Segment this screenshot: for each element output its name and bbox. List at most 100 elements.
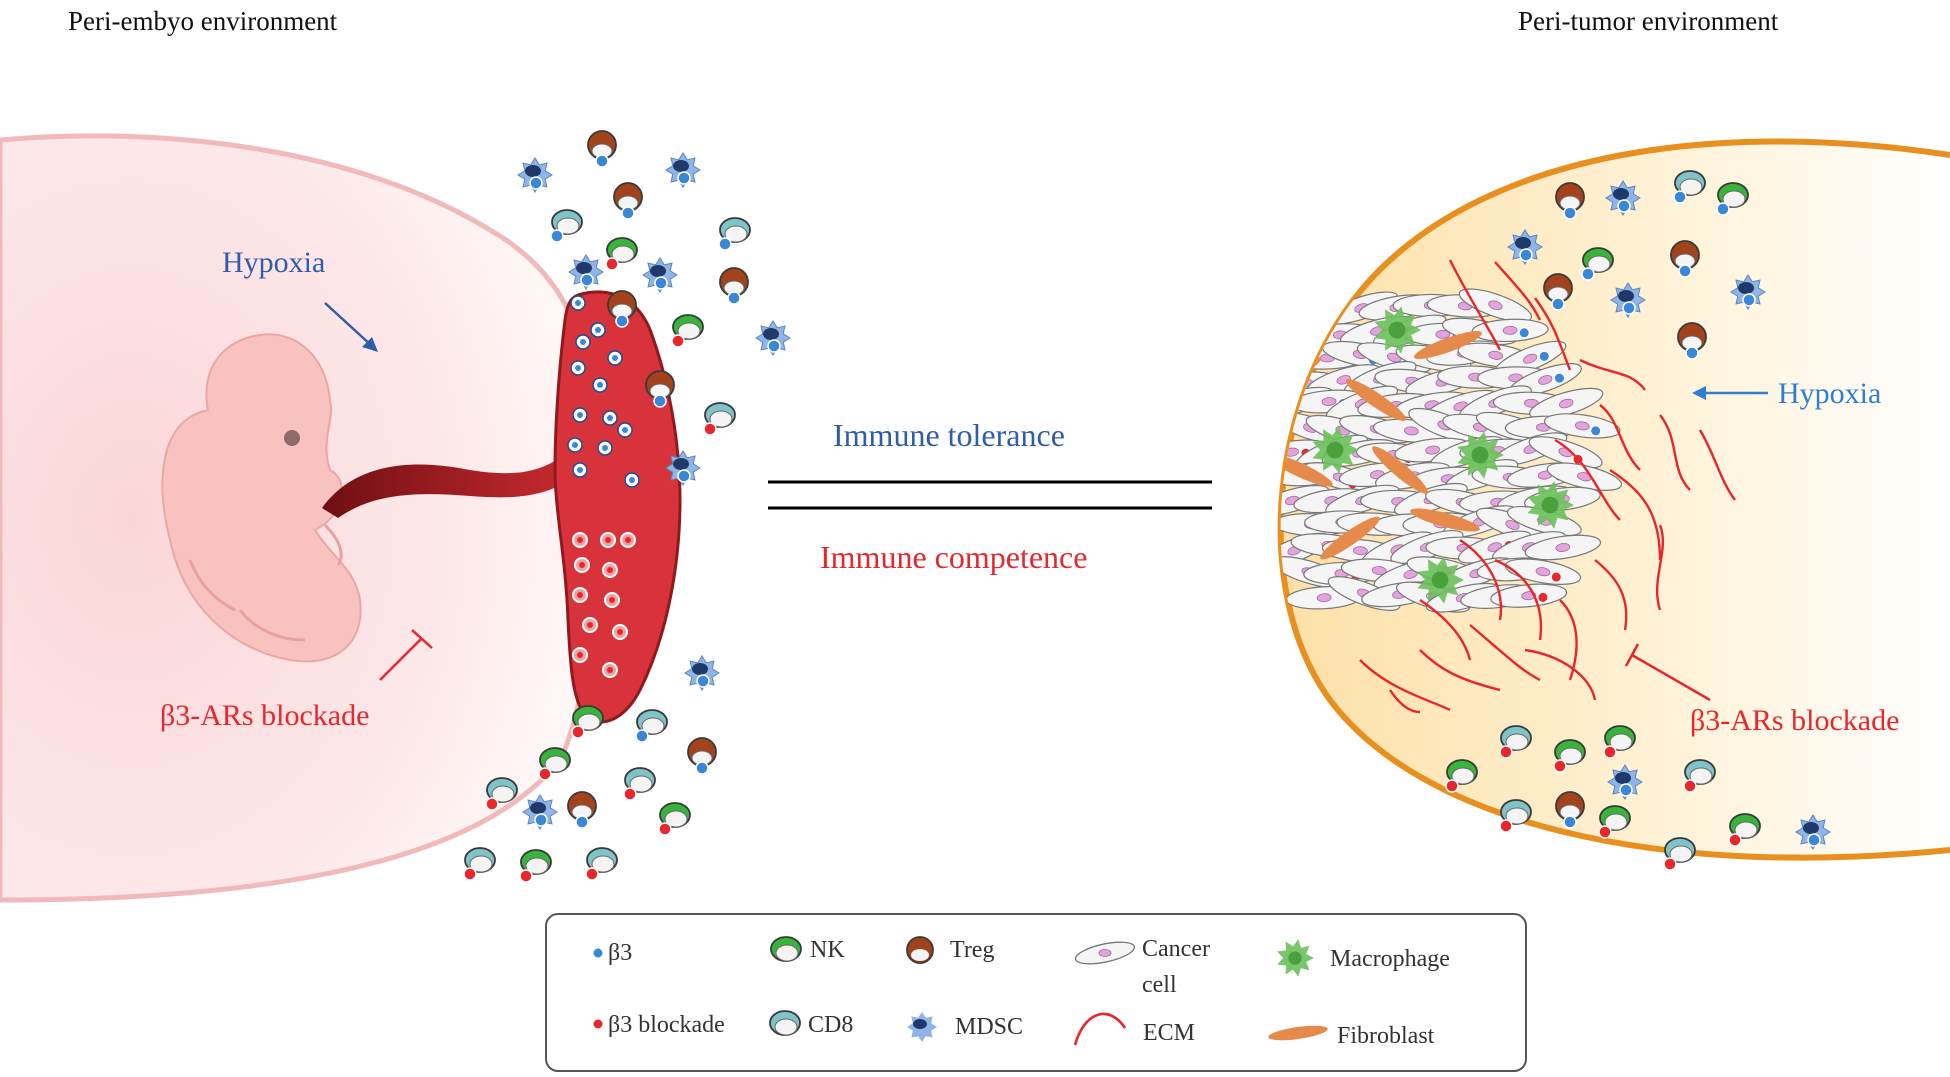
nk-cell-icon (1598, 805, 1631, 839)
cd8-cell-icon (550, 209, 583, 243)
legend-beta3: β3 (608, 940, 632, 966)
treg-cell-icon (645, 370, 675, 408)
treg-cell-icon (687, 737, 717, 775)
right-blockade-label: β3-ARs blockade (1690, 704, 1899, 737)
nk-cell-icon (1716, 182, 1749, 216)
treg-cell-icon (1555, 182, 1585, 220)
macrophage-icon (1417, 556, 1464, 604)
ecm-fiber (1659, 414, 1691, 491)
macrophage-icon (1312, 426, 1359, 474)
left-blockade-label: β3-ARs blockade (160, 699, 369, 732)
legend-ecm-icon (1073, 1012, 1127, 1046)
nk-cell-icon (1603, 725, 1636, 759)
mdsc-cell-icon (665, 450, 701, 486)
cd8-cell-icon (485, 777, 518, 811)
mdsc-cell-icon (1507, 229, 1543, 265)
ecm-fiber (1419, 649, 1501, 692)
fibroblast-icon (1414, 331, 1482, 359)
ecm-fiber (1554, 438, 1621, 521)
ecm-fiber (1419, 599, 1472, 661)
cancer-cell-icon (1458, 288, 1533, 323)
ecm-fiber (1655, 524, 1665, 611)
legend-icons (592, 936, 1328, 1046)
mdsc-cell-icon (665, 152, 701, 188)
fibroblast-icon (1320, 516, 1380, 560)
legend-treg: Treg (950, 937, 994, 963)
right-hypoxia-arrow (1692, 386, 1768, 400)
mdsc-cell-icon (1795, 814, 1831, 850)
legend-cancer-line1: Cancer (1142, 936, 1210, 962)
ecm-fiber (1594, 559, 1628, 631)
macrophage-icon (1277, 939, 1314, 977)
fibroblast-icon (1410, 508, 1480, 532)
cancer-cell-icon (1490, 583, 1568, 608)
mdsc-cell-icon (642, 257, 678, 293)
ecm-fiber (1494, 558, 1543, 641)
ecm-fiber (1494, 261, 1542, 321)
mdsc-cell-icon (1730, 274, 1766, 310)
macrophage-icon (1527, 481, 1574, 529)
embryo (161, 333, 362, 663)
beta3-blockade-icon (592, 1018, 604, 1030)
ecm-fiber (1459, 539, 1503, 621)
treg-cell-icon (587, 130, 617, 168)
treg-cell-icon (613, 182, 643, 220)
legend-fibroblast: Fibroblast (1337, 1023, 1435, 1049)
ecm-fiber (1389, 689, 1421, 714)
legend-treg-icon (906, 936, 934, 964)
mdsc-cell-icon (568, 254, 604, 290)
left-blockade-inhibitor (379, 629, 433, 681)
ecm-fiber (1469, 624, 1541, 682)
cancer-cell-icon (1504, 558, 1582, 585)
legend-beta3-blockade: β3 blockade (608, 1012, 725, 1038)
mdsc-cell-icon (1610, 282, 1646, 318)
left-hypoxia-arrow (324, 302, 378, 352)
ecm-fiber (1609, 469, 1662, 561)
left-hypoxia-label: Hypoxia (222, 246, 325, 279)
mdsc-cell-icon (522, 794, 558, 830)
cd8-cell-icon (1499, 725, 1532, 759)
nk-cell-icon (658, 802, 691, 836)
beta3-icon (592, 947, 604, 959)
legend-cancer-icon (1074, 941, 1136, 965)
legend: β3 β3 blockade NK CD8 Treg MDSC Cancer c… (545, 913, 1527, 1072)
cd8-cell-icon (635, 709, 668, 743)
mdsc-cell-icon (517, 157, 553, 193)
treg-cell-icon (1555, 791, 1585, 829)
legend-fibroblast-icon (1268, 1025, 1328, 1041)
right-immune-cells (1445, 170, 1831, 871)
cd8-cell-icon (1683, 759, 1716, 793)
legend-nk-icon (770, 936, 802, 962)
ecm-fiber (1698, 429, 1736, 501)
nk-cell-icon (571, 705, 604, 739)
immune-tolerance-label: Immune tolerance (833, 417, 1065, 453)
nk-cell-icon (519, 849, 552, 883)
umbilical-cord (322, 458, 570, 518)
macrophage-icon (1374, 306, 1421, 354)
ecm-fibers (1359, 259, 1736, 714)
treg-cell-icon (607, 290, 637, 328)
cd8-cell-icon (1663, 837, 1696, 871)
cancer-cell-icon (1543, 413, 1621, 439)
nk-cell-icon (605, 237, 638, 271)
treg-cell-icon (567, 791, 597, 829)
cancer-cell-icon (1524, 534, 1602, 561)
left-title: Peri-embyo environment (68, 6, 338, 36)
left-immune-cells (463, 130, 791, 883)
cd8-cell-icon (623, 767, 656, 801)
legend-cd8: CD8 (808, 1012, 853, 1038)
legend-mdsc-icon (907, 1012, 937, 1042)
immune-competence-label: Immune competence (820, 539, 1087, 575)
legend-mdsc: MDSC (955, 1014, 1023, 1040)
treg-cell-icon (1670, 240, 1700, 278)
ecm-fiber (1359, 659, 1451, 712)
legend-cancer-line2: cell (1142, 972, 1177, 998)
treg-cell-icon (1677, 322, 1707, 360)
nk-cell-icon (1445, 759, 1478, 793)
ecm-fiber (1448, 259, 1502, 351)
ecm-fiber (1524, 648, 1597, 701)
mdsc-cell-icon (1605, 180, 1641, 216)
cd8-cell-icon (585, 847, 618, 881)
ecm-fiber (1579, 358, 1646, 391)
legend-ecm: ECM (1143, 1020, 1195, 1046)
